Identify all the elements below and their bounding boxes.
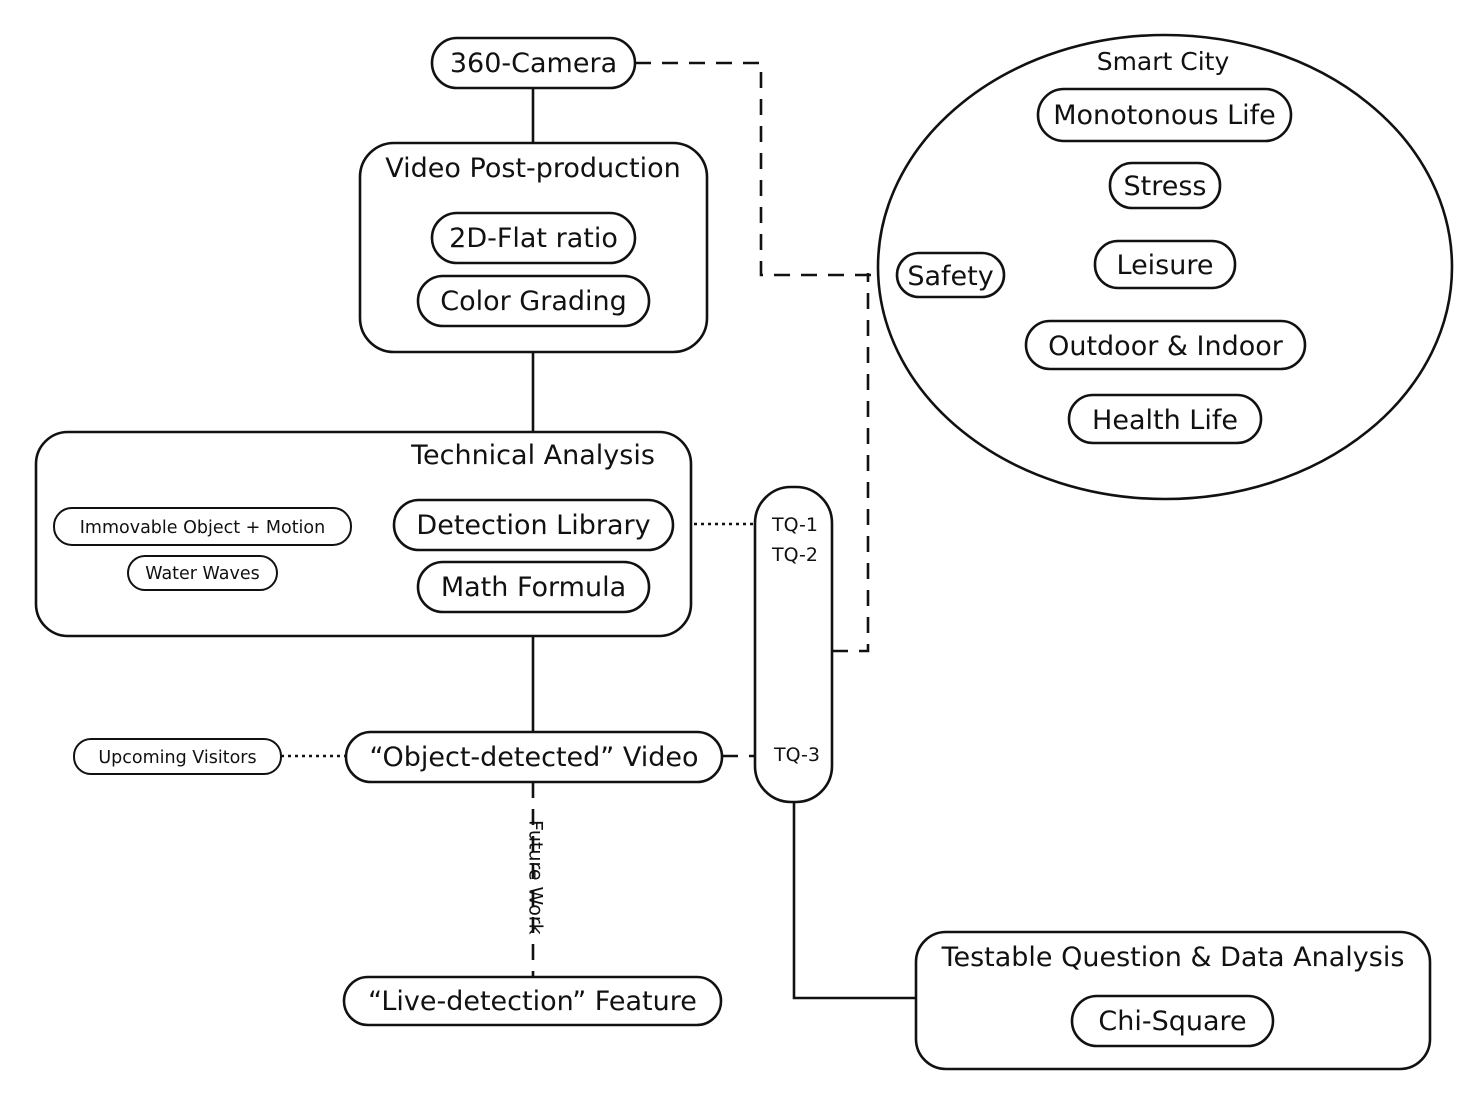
live-detection-label: “Live-detection” Feature [368,986,697,1017]
future-work-label: Future Work [524,820,546,935]
camera-node: 360-Camera [430,36,637,90]
testable-title: Testable Question & Data Analysis [941,942,1405,973]
testable-questions-pill: TQ-1 TQ-2 TQ-3 [753,485,834,804]
tq3-label: TQ-3 [773,744,820,766]
video-post-title: Video Post-production [385,153,680,184]
upcoming-visitors-label: Upcoming Visitors [98,748,256,768]
health-life-label: Health Life [1092,405,1238,436]
testable-analysis: Testable Question & Data Analysis Chi-Sq… [914,930,1432,1071]
object-detected-video: “Object-detected” Video Upcoming Visitor… [73,730,724,784]
smart-city-title: Smart City [1097,47,1230,76]
stress-label: Stress [1124,171,1207,202]
camera-label: 360-Camera [450,48,617,79]
technical-title: Technical Analysis [410,440,655,471]
chi-square-label: Chi-Square [1098,1006,1246,1037]
live-detection-feature: “Live-detection” Feature [342,975,723,1027]
tq2-label: TQ-2 [771,544,818,566]
connector-tq-smartcity [832,273,870,653]
outdoor-indoor-label: Outdoor & Indoor [1048,331,1284,362]
technical-analysis: Technical Analysis Detection Library Mat… [34,430,693,638]
future-work-annotation: Future Work [524,820,546,935]
water-waves-label: Water Waves [145,564,259,584]
video-post-production: Video Post-production 2D-Flat ratio Colo… [358,141,709,354]
smart-city: Smart City Monotonous Life Stress Leisur… [876,33,1454,501]
math-formula-label: Math Formula [441,572,626,603]
detection-library-label: Detection Library [416,510,650,541]
safety-label: Safety [907,261,993,292]
connector-tq-testable [792,802,916,1000]
immovable-label: Immovable Object + Motion [80,518,325,538]
connector-camera-smartcity [635,61,897,277]
tq1-label: TQ-1 [771,514,818,536]
color-grading-label: Color Grading [440,286,627,317]
object-video-label: “Object-detected” Video [369,742,698,773]
flat-ratio-label: 2D-Flat ratio [449,223,618,254]
monotonous-life-label: Monotonous Life [1053,100,1276,131]
leisure-label: Leisure [1117,250,1214,281]
